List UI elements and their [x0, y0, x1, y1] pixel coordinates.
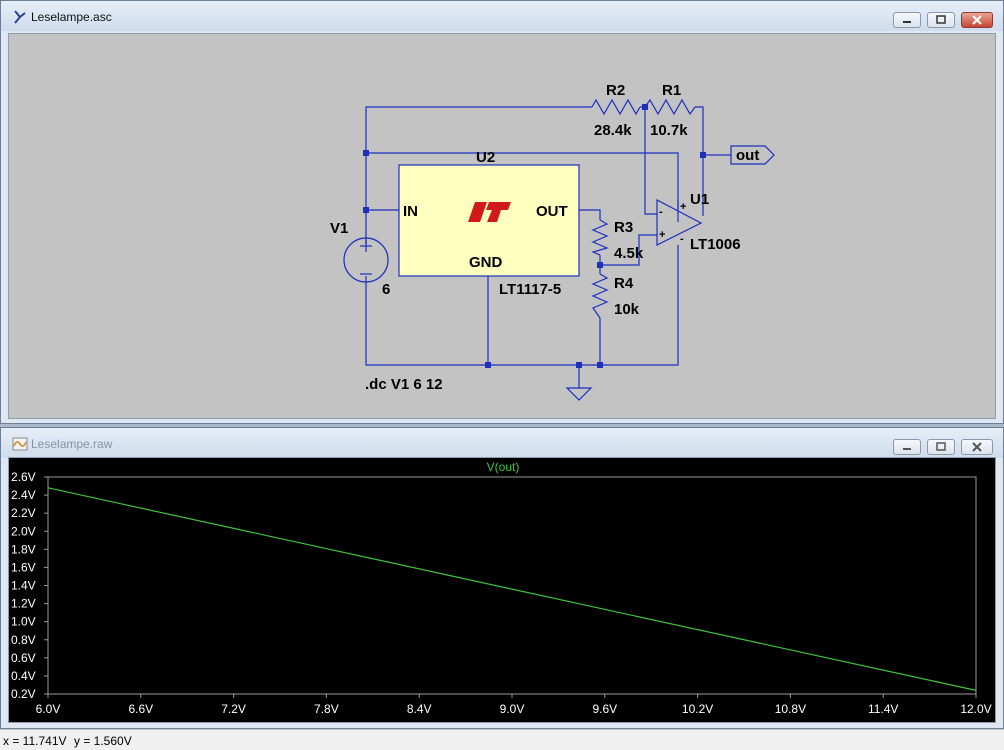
- minimize-icon: [903, 21, 911, 23]
- u1-part: LT1006: [690, 236, 741, 253]
- out-net-label-flag[interactable]: [730, 145, 775, 165]
- y-tick-label: 1.4V: [11, 579, 36, 593]
- schematic-maximize-button[interactable]: [927, 12, 955, 28]
- x-tick-label: 8.4V: [407, 702, 432, 716]
- spice-directive: .dc V1 6 12: [365, 376, 443, 393]
- schematic-window[interactable]: Leselampe.asc: [0, 0, 1004, 424]
- waveform-close-button[interactable]: [961, 439, 993, 455]
- x-tick-label: 6.0V: [36, 702, 61, 716]
- r1-value: 10.7k: [650, 122, 688, 139]
- schematic-canvas[interactable]: R2 R1 28.4k 10.7k U2 out IN OUT GND U1 L…: [8, 33, 996, 419]
- x-axis-ticks: 6.0V 6.6V 7.2V 7.8V 8.4V 9.0V 9.6V 10.2V 10.8V 11…: [36, 694, 992, 716]
- trace-v-out[interactable]: [47, 487, 977, 691]
- x-tick-label: 11.4V: [868, 702, 898, 716]
- y-tick-label: 1.2V: [11, 597, 36, 611]
- ground-symbol[interactable]: [565, 387, 593, 401]
- v1-ref: V1: [330, 220, 348, 237]
- u1-minus-supply-mark: -: [680, 233, 684, 245]
- u2-ref: U2: [476, 149, 495, 166]
- y-tick-label: 1.0V: [11, 615, 36, 629]
- close-icon: [972, 442, 982, 452]
- x-tick-label: 10.2V: [682, 702, 713, 716]
- y-tick-label: 0.8V: [11, 633, 36, 647]
- out-net-label: out: [736, 147, 759, 164]
- cursor-y-readout: y = 1.560V: [74, 734, 132, 748]
- y-tick-label: 0.6V: [11, 651, 36, 665]
- u2-pin-out: OUT: [536, 203, 568, 220]
- schematic-minimize-button[interactable]: [893, 12, 921, 28]
- u1-ref: U1: [690, 191, 709, 208]
- junction-dots: [363, 104, 706, 368]
- u1-opamp-symbol[interactable]: [656, 199, 703, 246]
- trace-label[interactable]: V(out): [487, 460, 520, 474]
- y-tick-label: 0.4V: [11, 669, 36, 683]
- cursor-x-readout: x = 11.741V: [3, 734, 67, 748]
- x-tick-label: 10.8V: [775, 702, 806, 716]
- y-tick-label: 2.0V: [11, 524, 36, 538]
- r4-zigzag: [591, 273, 609, 319]
- u1-plus-pin-mark: +: [680, 201, 686, 213]
- waveform-minimize-button[interactable]: [893, 439, 921, 455]
- x-tick-label: 9.0V: [500, 702, 525, 716]
- v1-value: 6: [382, 281, 390, 298]
- y-tick-label: 1.8V: [11, 542, 36, 556]
- u2-pin-gnd: GND: [469, 254, 503, 271]
- schematic-window-title: Leselampe.asc: [31, 10, 112, 24]
- y-tick-label: 1.6V: [11, 560, 36, 574]
- r1-ref: R1: [662, 82, 681, 99]
- y-tick-label: 2.6V: [11, 470, 36, 484]
- x-tick-label: 7.8V: [314, 702, 339, 716]
- waveform-plot-pane[interactable]: V(out) 2.6V 2.4V 2.2V 2.0V 1.8V 1.6V 1.4V 1.2V 1…: [8, 457, 996, 723]
- r2-ref: R2: [606, 82, 625, 99]
- r4-ref: R4: [614, 275, 634, 292]
- restore-icon: [936, 442, 946, 451]
- u1-plus-input-mark: +: [659, 229, 665, 241]
- y-tick-label: 0.2V: [11, 687, 36, 701]
- u1-minus-pin-mark: -: [659, 206, 663, 218]
- u2-part: LT1117-5: [499, 281, 561, 298]
- schematic-close-button[interactable]: [961, 12, 993, 28]
- status-bar: x = 11.741V y = 1.560V: [0, 729, 1004, 750]
- resistor-symbols: [591, 98, 696, 319]
- x-tick-label: 12.0V: [960, 702, 991, 716]
- x-tick-label: 6.6V: [128, 702, 153, 716]
- waveform-title-bar[interactable]: Leselampe.raw: [1, 428, 1003, 458]
- r4-value: 10k: [614, 301, 640, 318]
- y-axis-ticks: 2.6V 2.4V 2.2V 2.0V 1.8V 1.6V 1.4V 1.2V 1.0V 0.8V…: [11, 470, 48, 701]
- minimize-icon: [903, 448, 911, 450]
- v1-polarity-marks: [360, 240, 372, 275]
- y-tick-label: 2.4V: [11, 488, 36, 502]
- r3-value: 4.5k: [614, 245, 644, 262]
- r1-zigzag: [644, 98, 696, 116]
- traces: [47, 487, 977, 691]
- waveform-plot[interactable]: V(out) 2.6V 2.4V 2.2V 2.0V 1.8V 1.6V 1.4V 1.2V 1…: [9, 458, 996, 722]
- linear-technology-logo: [468, 202, 511, 222]
- r3-zigzag: [591, 219, 609, 256]
- wires: [365, 106, 731, 388]
- x-tick-label: 9.6V: [592, 702, 617, 716]
- waveform-window[interactable]: Leselampe.raw V(out) 2.6V 2.4V 2.2V 2.0V 1.8…: [0, 427, 1004, 729]
- y-tick-label: 2.2V: [11, 506, 36, 520]
- r3-ref: R3: [614, 219, 633, 236]
- schematic-title-bar[interactable]: Leselampe.asc: [1, 1, 1003, 31]
- ltspice-schematic-icon: [14, 10, 26, 24]
- close-icon: [972, 15, 982, 25]
- waveform-window-title: Leselampe.raw: [31, 437, 113, 451]
- x-tick-label: 7.2V: [221, 702, 246, 716]
- u2-pin-in: IN: [403, 203, 418, 220]
- schematic-drawing: R2 R1 28.4k 10.7k U2 out IN OUT GND U1 L…: [330, 82, 775, 401]
- plot-area-frame: [47, 476, 977, 695]
- r2-zigzag: [591, 98, 641, 116]
- r2-value: 28.4k: [594, 122, 632, 139]
- waveform-maximize-button[interactable]: [927, 439, 955, 455]
- waveform-viewer-icon: [12, 437, 28, 451]
- restore-icon: [936, 15, 946, 24]
